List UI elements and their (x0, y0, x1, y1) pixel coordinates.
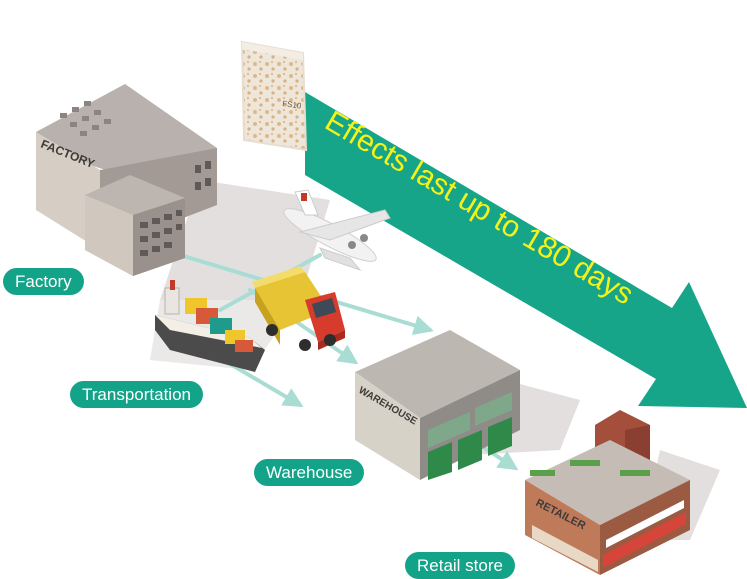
factory-building-icon: FACTORY (36, 84, 217, 276)
warehouse-building-icon: WAREHOUSE (355, 330, 520, 480)
delivery-truck-icon (252, 266, 345, 351)
cargo-ship-icon (155, 280, 265, 372)
stage-label-transportation: Transportation (70, 381, 203, 408)
desiccant-packet-icon: FS10 (240, 40, 308, 152)
banner-arrow-body (305, 92, 747, 408)
cargo-plane-icon (283, 189, 391, 272)
stage-label-warehouse: Warehouse (254, 459, 365, 486)
stage-label-retail-store: Retail store (405, 552, 515, 579)
packet-label: FS10 (282, 99, 303, 111)
stage-label-factory: Factory (3, 268, 84, 295)
retail-store-icon: RETAILER (525, 410, 690, 575)
